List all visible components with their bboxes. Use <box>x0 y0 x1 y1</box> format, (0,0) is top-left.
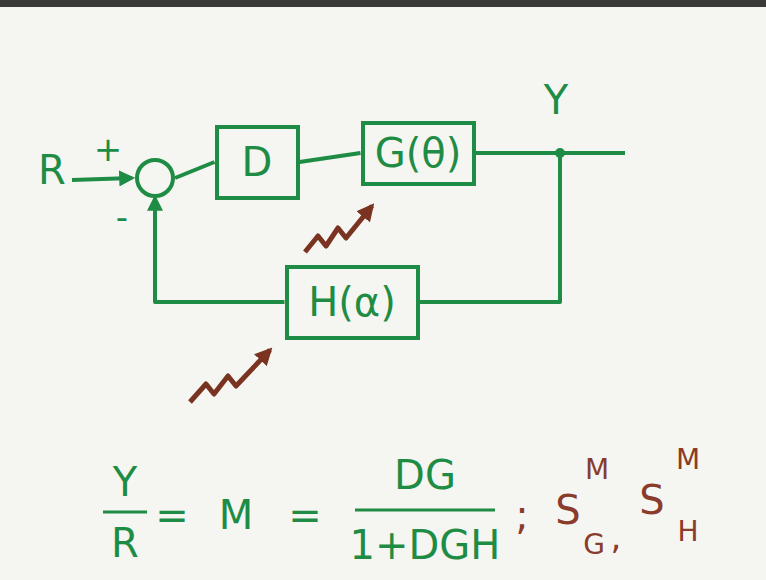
input-arrow <box>72 178 132 180</box>
equation-sign: ; <box>515 493 528 537</box>
parameter-variation-arrow <box>190 350 270 402</box>
feedback-box: H(α) <box>285 265 420 340</box>
frame-edge <box>0 0 766 7</box>
equation-sign: = <box>288 493 322 537</box>
equation-term: 1+DGH <box>350 523 501 567</box>
equation-sign: , <box>611 519 622 556</box>
equation-term: M <box>219 493 254 537</box>
junction-circle <box>137 160 173 196</box>
equation-term: Y <box>113 460 137 504</box>
signal-line <box>420 153 561 302</box>
plant-box: G(θ) <box>361 121 476 186</box>
controller-box: D <box>215 125 300 200</box>
output-signal: Y <box>544 78 568 122</box>
signal-line <box>300 153 361 162</box>
junction-outline <box>135 158 175 198</box>
subscript: H <box>677 517 698 548</box>
summing-junction: +- <box>135 158 175 198</box>
output-line <box>558 151 625 155</box>
superscript: M <box>676 445 700 476</box>
sensitivity-symbol: S <box>639 478 664 522</box>
sign-plus: + <box>94 131 123 168</box>
equation-term: DG <box>394 453 456 497</box>
sensitivity-symbol: S <box>555 488 580 532</box>
fraction-bar <box>355 509 495 512</box>
equation-term: R <box>111 521 139 565</box>
fraction-bar <box>103 511 147 514</box>
signal-line <box>175 162 215 178</box>
parameter-variation-arrow <box>305 206 372 252</box>
signal-line <box>155 198 285 302</box>
equation-sign: = <box>155 493 189 537</box>
subscript: G <box>583 530 605 561</box>
input-signal: R <box>38 148 66 192</box>
box-label: D <box>242 140 273 184</box>
box-label: G(θ) <box>375 131 462 175</box>
sign-minus: - <box>116 199 128 236</box>
box-label: H(α) <box>308 280 396 324</box>
superscript: M <box>585 455 609 486</box>
